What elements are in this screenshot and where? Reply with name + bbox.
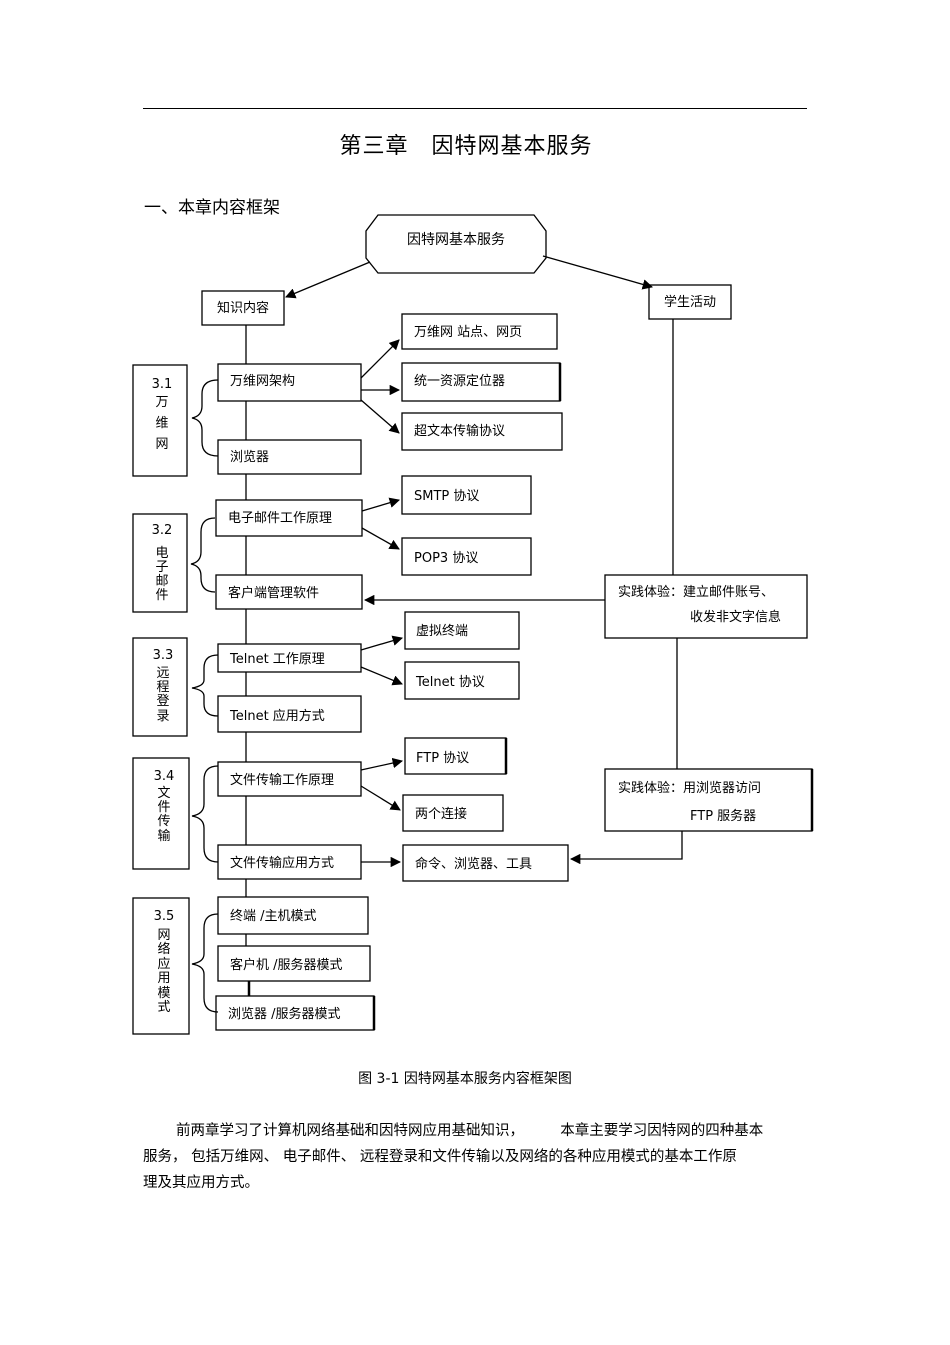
ftp-protocol-label: FTP 协议: [416, 751, 469, 766]
svg-text:传: 传: [157, 814, 170, 829]
www-site-box: [401, 313, 558, 350]
root-to-knowledge-arrow: [285, 261, 371, 299]
www-arch-box: [217, 363, 362, 402]
ftp-apply-label: 文件传输应用方式: [230, 855, 334, 871]
http-box: [401, 412, 563, 451]
header-rule: [143, 108, 807, 109]
telnet-principle-box: [217, 643, 362, 673]
telnet-apply-label: Telnet 应用方式: [229, 708, 325, 724]
group-box-3-3: [132, 637, 188, 737]
svg-text:模: 模: [157, 986, 170, 1001]
svg-text:远: 远: [156, 666, 169, 681]
brace-3-2: [190, 517, 216, 593]
svg-text:登: 登: [156, 694, 169, 709]
svg-text:程: 程: [156, 680, 169, 695]
brace-3-1: [191, 379, 219, 457]
http-label: 超文本传输协议: [414, 423, 505, 439]
root-to-activity-arrow: [542, 255, 654, 290]
group-3-4-num: 3.4: [154, 769, 175, 784]
mail-principle-box: [215, 499, 363, 537]
telnet-principle-label: Telnet 工作原理: [229, 652, 325, 667]
svg-text:件: 件: [157, 800, 170, 815]
practice-mail-box: [604, 574, 808, 639]
www-site-label: 万维网 站点、网页: [414, 325, 522, 340]
svg-text:络: 络: [157, 941, 170, 957]
root-node-shape: [365, 214, 547, 274]
activity-label: 学生活动: [664, 294, 716, 310]
ftp-principle-box: [217, 761, 362, 797]
practice-ftp-line2: FTP 服务器: [690, 808, 756, 824]
svg-text:万: 万: [155, 395, 168, 410]
mail-client-label: 客户端管理软件: [228, 585, 319, 601]
group-3-1-num: 3.1: [152, 377, 173, 392]
knowledge-label: 知识内容: [217, 300, 269, 316]
mode-bs-label: 浏览器 /服务器模式: [228, 1006, 341, 1022]
svg-text:用: 用: [157, 971, 170, 986]
knowledge-node-box: [201, 290, 285, 326]
mode-cs-box: [217, 945, 371, 982]
mode-terminal-label: 终端 /主机模式: [230, 908, 317, 924]
telnet-protocol-box: [404, 661, 520, 700]
group-3-5-num: 3.5: [154, 909, 175, 924]
svg-text:网: 网: [157, 928, 170, 943]
svg-text:应: 应: [157, 956, 170, 972]
svg-text:电: 电: [155, 546, 168, 561]
brace-3-4: [191, 765, 219, 863]
brace-3-5: [191, 913, 219, 1013]
two-connections-box: [402, 794, 504, 832]
svg-text:件: 件: [155, 588, 168, 603]
group-3-3-num: 3.3: [153, 648, 174, 663]
mode-terminal-box: [217, 896, 369, 935]
mail-principle-label: 电子邮件工作原理: [228, 511, 332, 526]
ftp-tools-label: 命令、浏览器、工具: [415, 856, 532, 872]
group-box-3-5: [132, 897, 190, 1035]
svg-text:式: 式: [157, 1000, 170, 1015]
root-label: 因特网基本服务: [407, 231, 505, 248]
pop3-label: POP3 协议: [414, 551, 478, 566]
figure-caption: 图 3-1 因特网基本服务内容框架图: [358, 1071, 572, 1087]
url-label: 统一资源定位器: [414, 374, 505, 389]
group-box-3-2: [132, 513, 188, 613]
paragraph-line: 理及其应用方式。: [143, 1175, 259, 1191]
svg-text:网: 网: [155, 437, 168, 452]
browser-box: [217, 439, 362, 475]
practice-mail-line1: 实践体验：建立邮件账号、: [618, 584, 774, 600]
smtp-label: SMTP 协议: [414, 489, 479, 504]
pop3-box: [401, 537, 532, 576]
chapter-title: 第三章 因特网基本服务: [339, 134, 593, 159]
section-heading: 一、本章内容框架: [144, 198, 280, 218]
ftp-principle-label: 文件传输工作原理: [230, 772, 334, 788]
practice-mail-line2: 收发非文字信息: [690, 609, 781, 625]
brace-3-3: [191, 654, 219, 717]
svg-text:录: 录: [156, 709, 169, 724]
group-box-3-4: [132, 757, 190, 870]
group-box-3-1: [132, 364, 188, 477]
ftp-tools-box: [402, 844, 569, 882]
practice-ftp-line1: 实践体验：用浏览器访问: [618, 780, 761, 796]
svg-text:输: 输: [157, 828, 170, 844]
two-connections-label: 两个连接: [415, 806, 467, 822]
virtual-terminal-label: 虚拟终端: [416, 623, 468, 639]
virtual-terminal-box: [404, 611, 520, 650]
svg-text:邮: 邮: [155, 574, 168, 589]
telnet-apply-box: [217, 695, 362, 733]
smtp-box: [401, 475, 532, 515]
svg-text:子: 子: [155, 560, 168, 575]
group-3-2-num: 3.2: [152, 523, 173, 538]
www-arch-label: 万维网架构: [230, 374, 295, 389]
svg-text:文: 文: [157, 786, 170, 801]
intro-paragraph: 前两章学习了计算机网络基础和因特网应用基础知识， 本章主要学习因特网的四种基本 …: [143, 1118, 793, 1196]
paragraph-line: 前两章学习了计算机网络基础和因特网应用基础知识， 本章主要学习因特网的四种基本: [176, 1123, 764, 1139]
mode-cs-label: 客户机 /服务器模式: [230, 957, 343, 973]
telnet-protocol-label: Telnet 协议: [415, 675, 485, 690]
browser-label: 浏览器: [230, 449, 269, 465]
activity-node-box: [648, 284, 732, 320]
svg-text:维: 维: [155, 416, 168, 431]
paragraph-line: 服务， 包括万维网、 电子邮件、 远程登录和文件传输以及网络的各种应用模式的基本…: [143, 1149, 737, 1165]
mail-client-box: [215, 574, 363, 610]
